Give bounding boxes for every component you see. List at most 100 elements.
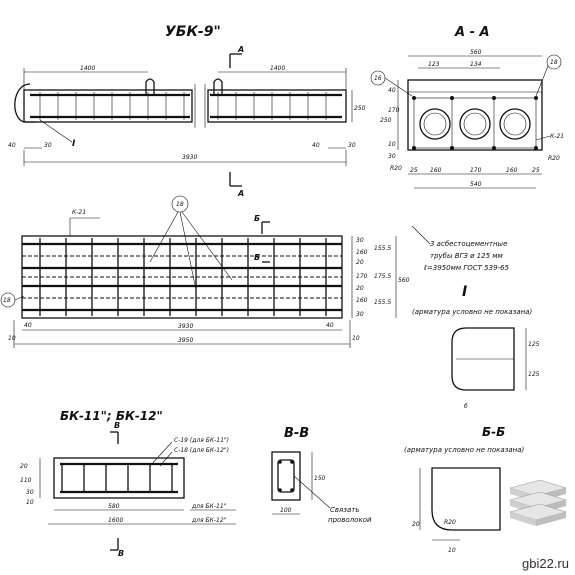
svg-text:125: 125 <box>528 341 540 348</box>
svg-text:10: 10 <box>448 547 456 554</box>
svg-text:40: 40 <box>24 322 32 329</box>
dim-40-aa: 40 <box>388 87 396 94</box>
svg-text:16: 16 <box>374 75 382 82</box>
tie-note-2: проволокой <box>328 516 372 524</box>
label-c18: С-18 (для БК-12") <box>174 447 229 454</box>
dim-123-aa: 123 <box>428 61 440 68</box>
dim-r20-aa-left: R20 <box>390 165 402 172</box>
svg-text:20: 20 <box>356 285 364 292</box>
dim-25a-aa: 25 <box>410 167 418 174</box>
watermark: gbi22.ru <box>522 556 569 571</box>
dim-1400-right: 1400 <box>270 65 285 72</box>
dim-3930-plan: 3930 <box>178 323 193 330</box>
detail-i-title: I <box>462 284 467 300</box>
title-section-aa: А - А <box>454 25 490 40</box>
dim-100-vv: 100 <box>280 507 292 514</box>
dim-580: 580 <box>108 503 120 510</box>
svg-text:10: 10 <box>352 335 360 342</box>
cut-v-top-label: В <box>114 421 120 430</box>
dim-1600: 1600 <box>108 517 123 524</box>
label-for-bk12: для БК-12" <box>191 517 227 524</box>
plan-view: 18 18 К-21 Б Б 30 160 20 170 20 160 30 1… <box>0 195 410 348</box>
dim-560-aa: 560 <box>470 49 482 56</box>
cut-a-top-label: А <box>237 45 244 54</box>
tie-note-1: Связать <box>330 506 359 514</box>
label-for-bk11: для БК-11" <box>191 503 227 510</box>
dim-30-aa: 30 <box>388 153 396 160</box>
svg-text:б: б <box>464 403 468 410</box>
k21-label-plan: К-21 <box>72 209 86 216</box>
beam-left-part <box>23 89 193 123</box>
svg-text:18: 18 <box>3 297 11 304</box>
svg-text:160: 160 <box>356 249 368 256</box>
section-cut-a: А А <box>229 45 244 198</box>
pipe-note-line1: 3 асбестоцементные <box>430 240 507 248</box>
svg-text:30: 30 <box>356 311 364 318</box>
title-ubk9: УБК-9" <box>165 24 221 40</box>
cut-b-mid-label: Б <box>254 253 260 262</box>
title-bk: БК-11"; БК-12" <box>60 409 163 423</box>
balloon-18-plan <box>171 195 189 213</box>
dim-170-aa: 170 <box>470 167 482 174</box>
pipe-2 <box>459 108 491 140</box>
section-bb-outline <box>431 467 501 531</box>
svg-text:125: 125 <box>528 371 540 378</box>
bb-note: (арматура условно не показана) <box>404 446 525 454</box>
cut-a-bottom-label: А <box>237 189 244 198</box>
elevation-view: 1400 1400 3930 250 40 30 40 30 I <box>8 65 366 166</box>
svg-text:18: 18 <box>176 201 184 208</box>
pipe-note: 3 асбестоцементные трубы ВГЗ ø 125 мм ℓ=… <box>411 225 509 300</box>
detail-i-outline <box>451 327 515 391</box>
svg-text:30: 30 <box>356 237 364 244</box>
svg-text:110: 110 <box>20 477 32 484</box>
lifting-loop-left <box>145 78 155 96</box>
svg-text:155.5: 155.5 <box>374 245 391 252</box>
svg-text:18: 18 <box>550 59 558 66</box>
dim-r20-aa-right: R20 <box>548 155 560 162</box>
svg-text:170: 170 <box>356 273 368 280</box>
dim-160b-aa: 160 <box>506 167 518 174</box>
pipe-3 <box>499 108 531 140</box>
svg-text:160: 160 <box>356 297 368 304</box>
cut-v-bottom-label: В <box>118 549 124 558</box>
balloon-18-aa <box>546 54 562 70</box>
dim-250-elevation: 250 <box>354 105 366 112</box>
pipe-note-line3: ℓ=3950мм ГОСТ 539-65 <box>423 264 509 272</box>
dim-250-aa: 250 <box>380 117 392 124</box>
title-section-bb: Б-Б <box>482 425 505 439</box>
svg-text:20: 20 <box>356 259 364 266</box>
dim-10-aa: 10 <box>388 141 396 148</box>
k21-label-aa: К-21 <box>550 133 564 140</box>
beam-right-part <box>207 89 347 123</box>
section-aa-outline <box>407 79 543 151</box>
dim-40-left: 40 <box>8 142 16 149</box>
section-vv-view: 100 150 Связать проволокой <box>271 451 372 524</box>
dim-150-vv: 150 <box>314 475 326 482</box>
bk-outline <box>53 457 185 499</box>
dim-30-left: 30 <box>44 142 52 149</box>
section-aa-view: 560 123 134 25 160 170 160 25 540 250 17… <box>370 49 564 189</box>
label-c19: С-19 (для БК-11") <box>174 437 229 444</box>
cut-b-top-label: Б <box>254 214 260 223</box>
dim-170-aa-h: 170 <box>388 107 400 114</box>
dim-3950-plan: 3950 <box>178 337 193 344</box>
detail-i-marker: I <box>72 139 76 149</box>
svg-text:10: 10 <box>8 335 16 342</box>
dim-40-right: 40 <box>312 142 320 149</box>
detail-i-view: (арматура условно не показана) 125 125 б <box>412 308 540 410</box>
dim-3930-elevation: 3930 <box>182 154 197 161</box>
r20-bb: R20 <box>444 519 456 526</box>
dim-134-aa: 134 <box>470 61 482 68</box>
svg-text:20: 20 <box>20 463 28 470</box>
pipe-note-line2: трубы ВГЗ ø 125 мм <box>430 252 504 260</box>
section-vv-outline <box>271 451 301 501</box>
dim-1400-left: 1400 <box>80 65 95 72</box>
dim-25b-aa: 25 <box>532 167 540 174</box>
detail-i-note: (арматура условно не показана) <box>412 308 533 316</box>
title-section-vv: В-В <box>284 426 309 441</box>
svg-text:40: 40 <box>326 322 334 329</box>
svg-text:175.5: 175.5 <box>374 273 391 280</box>
bk-view: С-19 (для БК-11") С-18 (для БК-12") 580 … <box>20 421 236 558</box>
pipe-1 <box>419 108 451 140</box>
